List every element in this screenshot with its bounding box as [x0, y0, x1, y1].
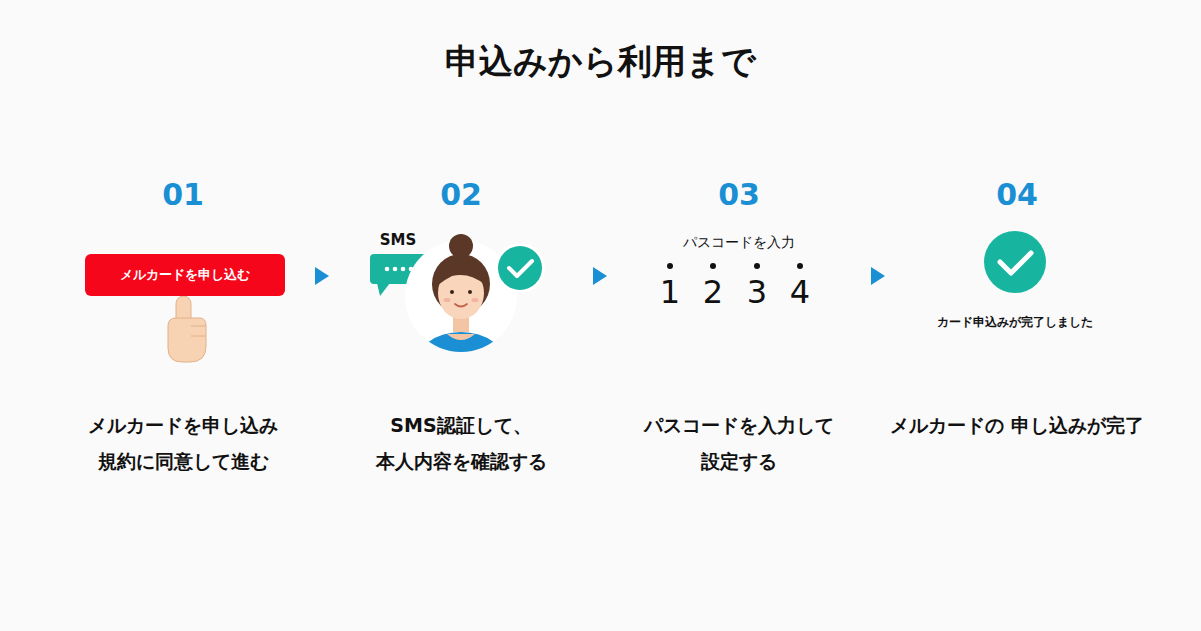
person-icon	[405, 234, 517, 400]
node-text: パスコードを入力	[683, 235, 795, 249]
action-button: メルカードを申し込む	[85, 254, 285, 296]
step-circle: 04カード申込みが完了しましたメルカードの 申し込みが完了	[899, 158, 1135, 394]
step-number: 03	[718, 180, 760, 210]
hand-icon	[168, 296, 206, 362]
node-text: SMS	[380, 233, 417, 248]
step-number: 01	[162, 180, 204, 210]
step-number: 02	[440, 180, 482, 210]
sms-bubble	[370, 254, 428, 296]
step-circle: 03パスコードを入力1234パスコードを入力して 設定する	[621, 158, 857, 394]
node-text: 4	[790, 276, 810, 308]
check-icon	[984, 231, 1046, 293]
step-caption: メルカードを申し込み 規約に同意して進む	[53, 407, 313, 479]
step-arrow	[871, 267, 885, 285]
node-text: 3	[747, 276, 767, 308]
passcode-dots	[667, 263, 803, 269]
title: 申込みから利用まで	[0, 43, 1201, 80]
step-circle: 02SMSSMS認証して、 本人内容を確認する	[343, 158, 579, 394]
step-caption: パスコードを入力して 設定する	[609, 407, 869, 479]
node-text: メルカードを申し込む	[120, 269, 250, 282]
step-caption: メルカードの 申し込みが完了	[887, 407, 1147, 443]
node-text: 2	[703, 276, 723, 308]
step-number: 04	[996, 180, 1038, 210]
step-caption: SMS認証して、 本人内容を確認する	[331, 407, 591, 479]
step-arrow	[315, 267, 329, 285]
step-circle: 01メルカードを申し込み 規約に同意して進むメルカードを申し込む	[65, 158, 301, 394]
check-icon	[495, 243, 545, 293]
node-text: 1	[660, 276, 680, 308]
step-arrow	[593, 267, 607, 285]
node-text: カード申込みが完了しました	[937, 316, 1093, 328]
